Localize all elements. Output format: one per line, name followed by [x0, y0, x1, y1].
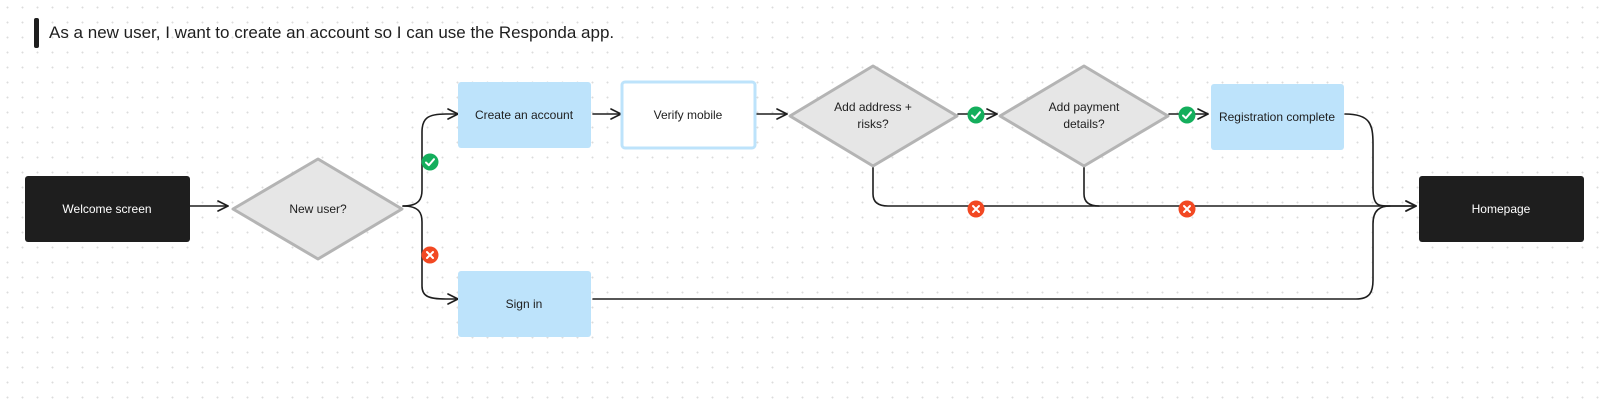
sign-in-label: Sign in: [506, 297, 543, 311]
registration-complete-node: Registration complete: [1211, 84, 1344, 150]
check-circle-icon: [421, 153, 439, 171]
page-title: As a new user, I want to create an accou…: [49, 23, 615, 42]
connector-registration-to-homepage: [1344, 113, 1417, 212]
create-account-label: Create an account: [475, 108, 574, 122]
new-user-label: New user?: [289, 202, 347, 216]
add-payment-decision: Add payment details?: [998, 64, 1170, 168]
add-address-label-line2: risks?: [857, 117, 889, 131]
verify-mobile-label: Verify mobile: [654, 108, 723, 122]
connector-signin-to-homepage: [592, 205, 1391, 300]
create-account-node: Create an account: [458, 82, 591, 148]
verify-mobile-node: Verify mobile: [620, 80, 757, 150]
title-accent-bar: [34, 18, 39, 48]
connector-newuser-no: [402, 205, 459, 305]
registration-complete-label: Registration complete: [1219, 110, 1335, 124]
add-address-label-line1: Add address +: [834, 100, 912, 114]
x-circle-icon: [421, 246, 439, 264]
welcome-screen-label: Welcome screen: [62, 202, 151, 216]
connector-newuser-yes: [402, 108, 459, 207]
add-payment-label-line2: details?: [1063, 117, 1105, 131]
welcome-screen-node: Welcome screen: [25, 176, 190, 242]
sign-in-node: Sign in: [458, 271, 591, 337]
add-address-decision: Add address + risks?: [788, 64, 959, 168]
x-circle-icon: [1178, 200, 1196, 218]
new-user-decision: New user?: [231, 157, 404, 261]
check-circle-icon: [1178, 106, 1196, 124]
homepage-label: Homepage: [1472, 202, 1531, 216]
connector-payment-no: [1083, 165, 1100, 207]
add-payment-label-line1: Add payment: [1049, 100, 1120, 114]
check-circle-icon: [967, 106, 985, 124]
connector-address-no: [872, 165, 1417, 212]
homepage-node: Homepage: [1419, 176, 1584, 242]
x-circle-icon: [967, 200, 985, 218]
